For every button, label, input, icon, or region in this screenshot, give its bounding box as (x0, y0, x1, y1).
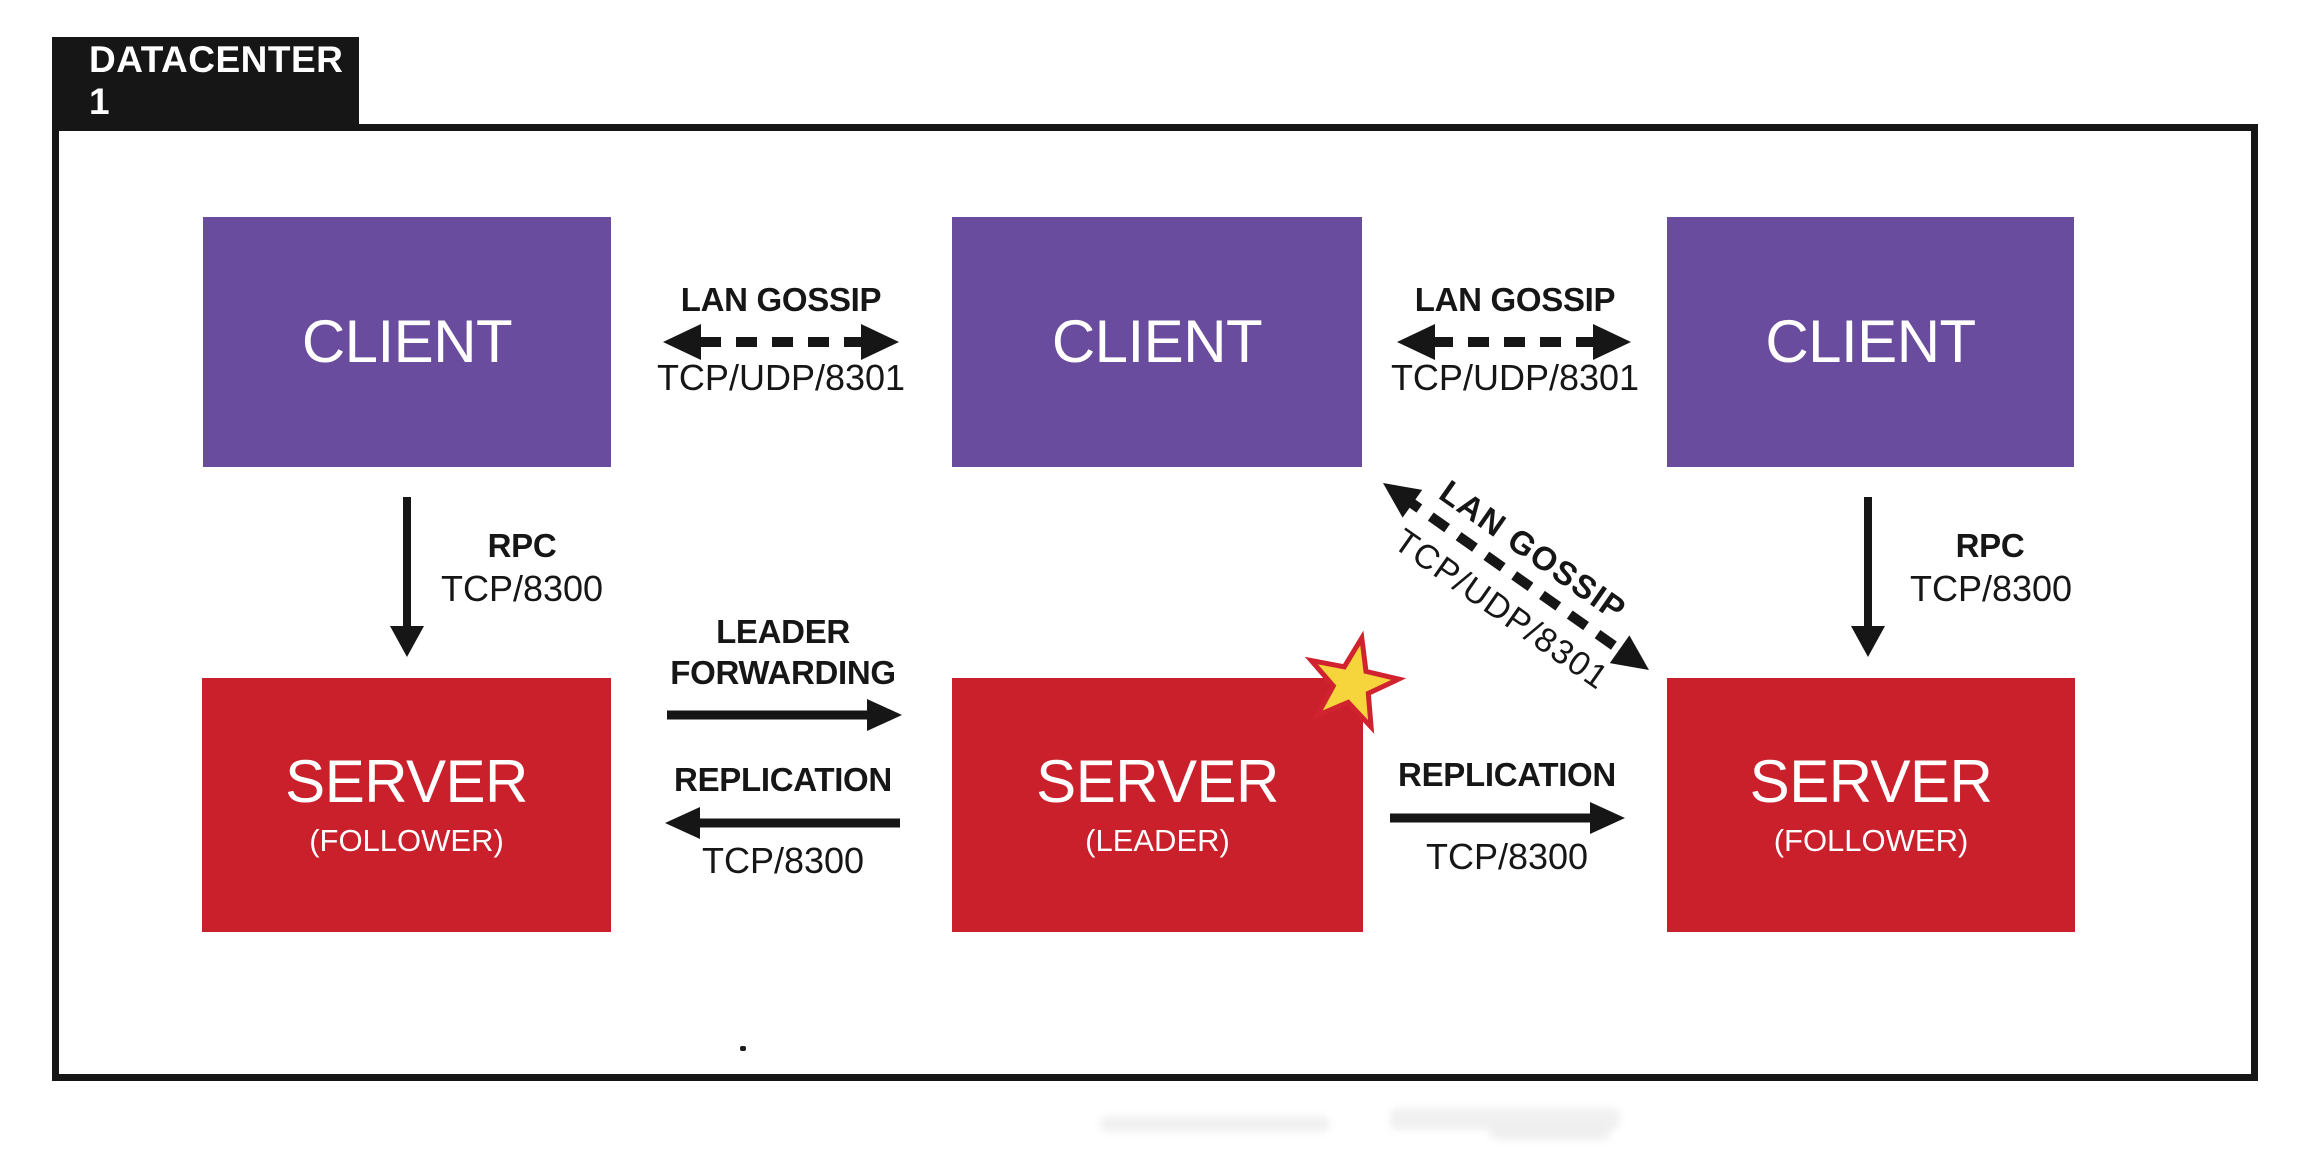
server-node-sublabel: (FOLLOWER) (309, 823, 504, 858)
server-node-leader: SERVER (LEADER) (952, 678, 1363, 932)
leader-forwarding-label: LEADER FORWARDING (670, 613, 896, 691)
stray-dot (740, 1046, 746, 1051)
lan-gossip-left-port: TCP/UDP/8301 (656, 357, 906, 398)
rpc-left-label: RPC (487, 527, 557, 564)
client-node-label: CLIENT (1051, 308, 1263, 375)
server-node-sublabel: (FOLLOWER) (1773, 823, 1969, 858)
rpc-arrow-left (390, 497, 424, 657)
lan-gossip-left-label: LAN GOSSIP (680, 281, 882, 318)
arrow-strokes (390, 324, 1885, 839)
client-node-label: CLIENT (301, 308, 513, 375)
client-node-2: CLIENT (952, 217, 1362, 467)
leader-forwarding-arrow (667, 699, 902, 731)
replication-left-label: REPLICATION (674, 761, 892, 798)
server-node-label: SERVER (1036, 748, 1279, 815)
server-node-follower-right: SERVER (FOLLOWER) (1667, 678, 2075, 932)
server-node-sublabel: (LEADER) (1085, 823, 1230, 858)
lan-gossip-arrow-right (1397, 324, 1631, 360)
artifact-smudge (1100, 1116, 1330, 1132)
client-node-3: CLIENT (1667, 217, 2074, 467)
artifact-smudge (1490, 1128, 1610, 1140)
server-node-label: SERVER (1749, 748, 1993, 815)
replication-left-port: TCP/8300 (701, 840, 865, 881)
replication-right-port: TCP/8300 (1425, 836, 1589, 877)
client-node-1: CLIENT (203, 217, 611, 467)
replication-arrow-left (665, 807, 900, 839)
lan-gossip-arrow-diagonal (1383, 483, 1649, 670)
datacenter-label: DATACENTER 1 (52, 37, 359, 124)
lan-gossip-arrow-left (663, 324, 899, 360)
rpc-arrow-right (1851, 497, 1885, 657)
client-node-label: CLIENT (1765, 308, 1976, 375)
leader-star-icon (1304, 630, 1407, 734)
server-node-label: SERVER (285, 748, 528, 815)
replication-arrow-right (1390, 802, 1625, 834)
lan-gossip-right-label: LAN GOSSIP (1414, 281, 1616, 318)
replication-right-label: REPLICATION (1398, 756, 1616, 793)
datacenter-boundary (52, 124, 2258, 1081)
artifact-smudge (1390, 1108, 1620, 1130)
rpc-left-port: TCP/8300 (440, 568, 604, 609)
lan-gossip-right-port: TCP/UDP/8301 (1390, 357, 1640, 398)
server-node-follower-left: SERVER (FOLLOWER) (202, 678, 611, 932)
rpc-right-port: TCP/8300 (1909, 568, 2073, 609)
rpc-right-label: RPC (1955, 527, 2025, 564)
